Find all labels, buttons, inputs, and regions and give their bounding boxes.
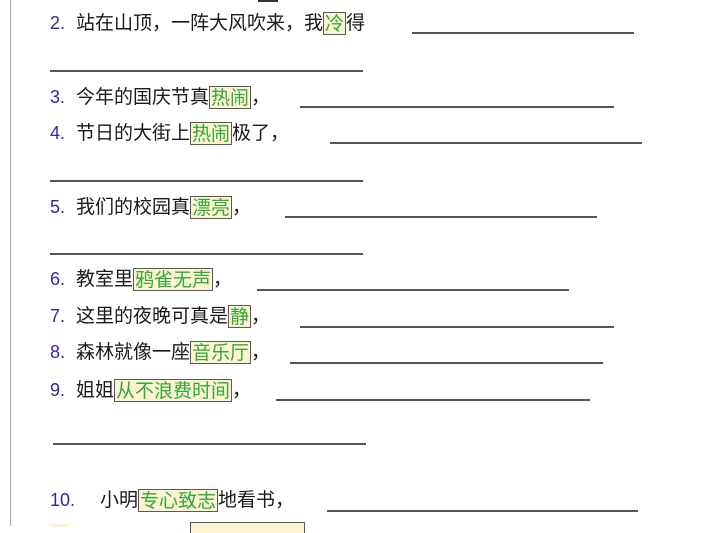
keyword-highlight: 热闹 (190, 121, 233, 145)
keyword-highlight: 鸦雀无声 (133, 267, 214, 291)
sentence: 节日的大街上 热闹 极了， (76, 121, 289, 145)
item-number: 3. (50, 87, 66, 107)
sentence-prefix: 这里的夜晚可真是 (76, 305, 229, 327)
answer-blank[interactable] (257, 289, 569, 291)
exercise-item-4: 4. 节日的大街上 热闹 极了， (0, 121, 701, 145)
cropped-previous-content (258, 0, 278, 2)
sentence: 站在山顶，一阵大风吹来，我 冷 得 (76, 11, 365, 35)
keyword-highlight: 静 (228, 304, 252, 328)
sentence-prefix: 节日的大街上 (76, 122, 191, 144)
keyword-highlight: 从不浪费时间 (114, 378, 233, 402)
answer-blank-continuation[interactable] (50, 180, 363, 182)
sentence-prefix: 今年的国庆节真 (76, 86, 210, 108)
sentence: 我们的校园真 漂亮 ， (76, 195, 251, 219)
keyword-highlight: 漂亮 (190, 195, 233, 219)
item-number: 6. (50, 269, 66, 289)
keyword-highlight: 音乐厅 (190, 340, 252, 364)
item-number: 8. (50, 342, 66, 362)
exercise-item-3: 3. 今年的国庆节真 热闹 ， (0, 85, 701, 109)
exercise-item-6: 6. 教室里 鸦雀无声 ， (0, 267, 701, 291)
sentence-suffix: ， (251, 305, 271, 327)
item-number: 2. (50, 13, 66, 33)
sentence-prefix: 森林就像一座 (76, 341, 191, 363)
sentence-suffix: 得 (346, 12, 366, 34)
sentence-suffix: ， (232, 379, 252, 401)
sentence-prefix: 站在山顶，一阵大风吹来，我 (76, 12, 324, 34)
sentence-suffix: ， (232, 196, 252, 218)
exercise-item-2: 2. 站在山顶，一阵大风吹来，我 冷 得 (0, 11, 701, 35)
exercise-item-9: 9. 姐姐 从不浪费时间 ， (0, 378, 701, 402)
answer-blank[interactable] (300, 326, 614, 328)
page-left-border (10, 0, 11, 526)
item-number: 9. (50, 380, 66, 400)
sentence-prefix: 小明 (100, 489, 139, 511)
exercise-item-11-cropped (0, 518, 701, 533)
sentence-suffix: ， (251, 86, 271, 108)
keyword-highlight: 热闹 (209, 85, 252, 109)
answer-blank[interactable] (327, 510, 638, 512)
answer-blank[interactable] (290, 362, 603, 364)
sentence-suffix: ， (213, 268, 233, 290)
exercise-item-10: 10. 小明 专心致志 地看书， (0, 488, 701, 512)
exercise-item-5: 5. 我们的校园真 漂亮 ， (0, 195, 701, 219)
answer-blank[interactable] (300, 106, 614, 108)
item-number: 4. (50, 123, 66, 143)
sentence-prefix: 姐姐 (76, 379, 115, 401)
answer-blank-continuation[interactable] (50, 253, 363, 255)
sentence-suffix: 地看书， (218, 489, 295, 511)
sentence: 教室里 鸦雀无声 ， (76, 267, 232, 291)
item-number: 10. (50, 490, 76, 510)
answer-blank[interactable] (412, 32, 634, 34)
answer-blank-continuation[interactable] (53, 443, 366, 445)
exercise-item-8: 8. 森林就像一座 音乐厅 ， (0, 340, 701, 364)
sentence-suffix: ， (251, 341, 271, 363)
keyword-highlight: 冷 (323, 11, 347, 35)
answer-blank-continuation[interactable] (50, 70, 363, 72)
sentence: 森林就像一座 音乐厅 ， (76, 340, 270, 364)
answer-blank[interactable] (330, 142, 642, 144)
exercise-item-7: 7. 这里的夜晚可真是 静 ， (0, 304, 701, 328)
answer-blank[interactable] (285, 216, 597, 218)
item-number: 7. (50, 306, 66, 326)
sentence: 姐姐 从不浪费时间 ， (76, 378, 251, 402)
answer-blank[interactable] (276, 399, 590, 401)
sentence: 小明 专心致志 地看书， (100, 488, 294, 512)
sentence: 这里的夜晚可真是 静 ， (76, 304, 270, 328)
sentence-prefix: 教室里 (76, 268, 134, 290)
sentence-prefix: 我们的校园真 (76, 196, 191, 218)
keyword-highlight-cropped (190, 522, 305, 533)
item-number: 5. (50, 197, 66, 217)
sentence: 今年的国庆节真 热闹 ， (76, 85, 270, 109)
sentence-suffix: 极了， (232, 122, 290, 144)
keyword-highlight: 专心致志 (138, 488, 219, 512)
